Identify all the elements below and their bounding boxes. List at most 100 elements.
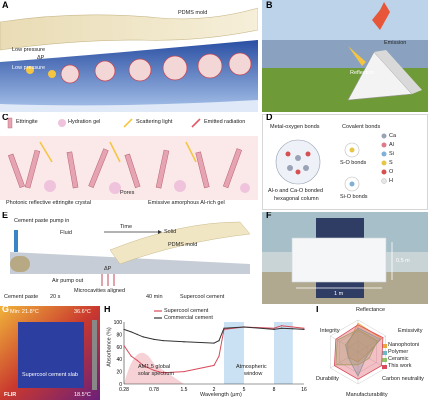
panel-d-label: D: [266, 114, 273, 122]
pdms-mold-sheet: [0, 7, 258, 51]
solar-spectrum-area: [124, 352, 184, 384]
atm-window-band-0: [224, 322, 244, 384]
reflection-label: Reflection: [350, 70, 375, 76]
series-1-point-5: [162, 340, 164, 342]
series-0-point-12: [280, 325, 283, 327]
y-tick-4: 20: [116, 370, 122, 376]
time-20s-label: 20 s: [50, 294, 61, 300]
pores-label: Pores: [120, 190, 135, 196]
panel-c-illustration: [0, 117, 258, 200]
legend-hydration-gel: Hydration gel: [68, 119, 101, 125]
atm-window-band-1: [274, 322, 293, 384]
cement-body: [0, 40, 258, 112]
pump-in-pipe: [14, 230, 18, 252]
legend-supercool: Supercool cement: [164, 308, 209, 314]
radar-spoke-2: [357, 351, 386, 369]
series-1-point-12: [280, 327, 283, 329]
pump-in-label: Cement paste pump in: [14, 218, 70, 224]
x-tick-3: 2: [213, 387, 216, 393]
legend-this-work: This work: [388, 363, 412, 369]
series-1-point-0: [123, 328, 125, 331]
atm-label-1: Atmospheric: [236, 364, 267, 370]
ettringite-crystals: [7, 148, 242, 189]
series-0-point-1: [130, 355, 132, 357]
axis-emissivity: Emissivity: [398, 328, 423, 334]
delta-p-arrows: [101, 274, 115, 286]
series-0-point-4: [153, 369, 155, 371]
series-0-point-6: [183, 371, 185, 373]
al-rich-gel-label: Emissive amorphous Al-rich gel: [148, 200, 225, 206]
element-h: H: [389, 178, 393, 184]
panel-e-label: E: [2, 212, 9, 220]
radar-legend-swatch-2: [382, 358, 387, 362]
series-0-point-7: [213, 364, 215, 366]
color-scale: [92, 320, 97, 390]
axis-carbon: Carbon neutrality: [382, 376, 424, 382]
panel-f-photo: [262, 212, 428, 304]
low-pressure-label-1: Low pressure: [12, 47, 46, 53]
solid-label: Solid: [164, 229, 177, 235]
cement-base: [10, 252, 250, 274]
element-si: Si: [389, 151, 394, 157]
slab-thermal: [18, 322, 84, 388]
panel-i-label: I: [316, 306, 319, 314]
delta-p-label: ΔP: [37, 55, 45, 61]
panel-b-photo: [262, 0, 428, 112]
series-1-point-1: [130, 331, 132, 333]
x-tick-1: 0.78: [149, 387, 159, 393]
y-tick-1: 80: [116, 332, 122, 338]
panel-h-label: H: [104, 306, 111, 314]
radar-series-3: [334, 324, 384, 380]
slab-label: Supercool cement slab: [22, 372, 78, 378]
metal-oxygen-label: Metal-oxygen bonds: [270, 124, 320, 130]
series-1-point-13: [292, 328, 294, 330]
series-1-point-2: [136, 333, 138, 335]
al-ca-label: Al-o and Ca-O bonded: [268, 188, 324, 194]
series-1-point-3: [142, 336, 144, 338]
series-0-point-8: [218, 355, 220, 357]
y-tick-0: 100: [114, 320, 123, 326]
panel-a: A PDMS mold Low pressure ΔP Low pressure: [0, 0, 258, 112]
panel-e: E Cement paste pump in Fluid Time Solid …: [0, 212, 258, 304]
radar-spoke-4: [330, 351, 359, 369]
hexagonal-column: [275, 139, 321, 185]
s-o-label: S-O bonds: [340, 160, 367, 166]
radar-legend-swatch-0: [382, 344, 387, 348]
x-axis-label: Wavelength (μm): [200, 392, 242, 398]
hex-label: hexagonal column: [274, 196, 319, 202]
panel-d-illustration: [262, 114, 428, 210]
bubbles: [26, 66, 56, 78]
cement-paste-label: Cement paste: [4, 294, 39, 300]
y-tick-2: 60: [116, 345, 122, 351]
series-1-point-8: [218, 340, 220, 342]
panel-f-label: F: [266, 212, 272, 220]
legend-nanophotonic: Nanophotoni: [388, 342, 420, 348]
x-tick-2: 1.5: [181, 387, 188, 393]
max-temp: 36.6°C: [74, 309, 91, 315]
series-1-point-6: [183, 341, 185, 343]
legend-ceramic: Ceramic: [388, 356, 409, 362]
series-1-point-7: [213, 342, 215, 344]
element-ca: Ca: [389, 133, 397, 139]
radar-series-2: [335, 329, 378, 366]
y-axis-label: Absorbance (%): [106, 327, 113, 367]
element-s: S: [389, 160, 393, 166]
series-1-point-4: [153, 338, 155, 340]
radar-series-1: [345, 327, 381, 377]
legend-commercial: Commercial cement: [164, 315, 213, 321]
delta-p-label-e: ΔP: [104, 266, 112, 272]
ettringite-crystal-label: Photonic reflective ettringite crystal: [6, 200, 91, 206]
pdms-mold-roll: [109, 221, 251, 265]
pdms-mold-label: PDMS mold: [178, 10, 208, 16]
height-label: 0.5 m: [396, 258, 410, 264]
x-tick-5: 8: [273, 387, 276, 393]
low-pressure-label-2: Low pressure: [12, 65, 46, 71]
panel-g-label: G: [2, 306, 10, 314]
flir-brand: FLIR: [4, 392, 17, 398]
series-1-point-14: [303, 328, 305, 331]
axis-manufacturability: Manufacturability: [346, 392, 388, 398]
emission-arrow-icon: [372, 2, 390, 30]
radar-chart: [330, 319, 387, 385]
